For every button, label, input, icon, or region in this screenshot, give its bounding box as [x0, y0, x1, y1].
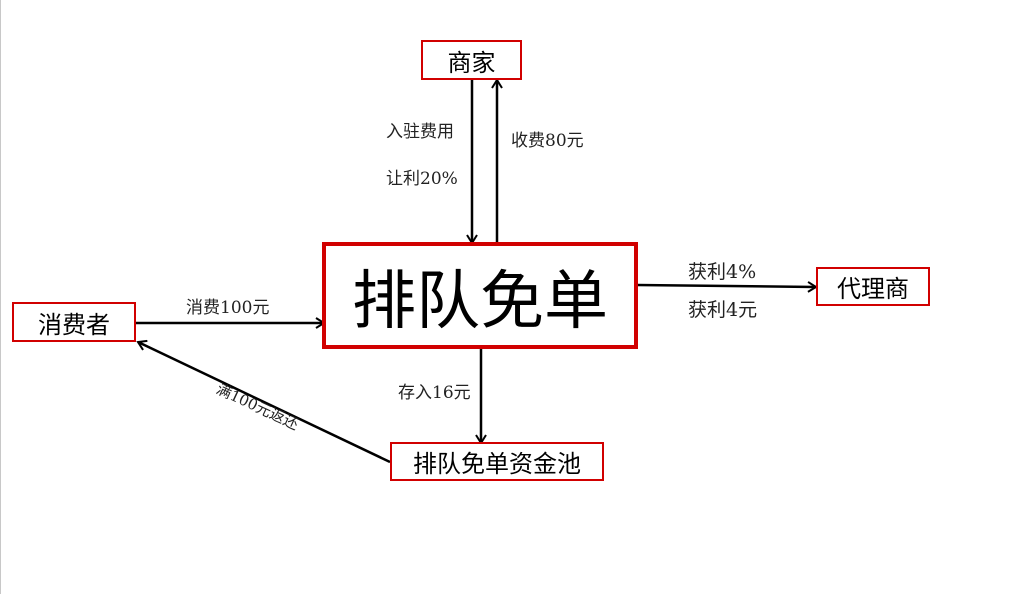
page-left-border: [0, 0, 1, 594]
label-charge: 收费80元: [511, 131, 584, 151]
label-profit-amount: 获利4元: [688, 299, 758, 321]
label-concession: 让利20%: [386, 169, 458, 189]
label-entry-fee: 入驻费用: [386, 122, 454, 142]
node-fund-pool: 排队免单资金池: [390, 442, 604, 481]
node-main-queue-free: 排队免单: [322, 242, 638, 349]
node-consumer: 消费者: [12, 302, 136, 342]
node-agent: 代理商: [816, 267, 930, 306]
label-deposit: 存入16元: [398, 383, 471, 403]
node-merchant: 商家: [421, 40, 522, 80]
label-consume: 消费100元: [186, 298, 270, 318]
arrow-pool-to-consumer: [136, 339, 391, 464]
arrow-main-to-agent: [636, 281, 818, 293]
label-profit-percent: 获利4%: [688, 261, 757, 283]
